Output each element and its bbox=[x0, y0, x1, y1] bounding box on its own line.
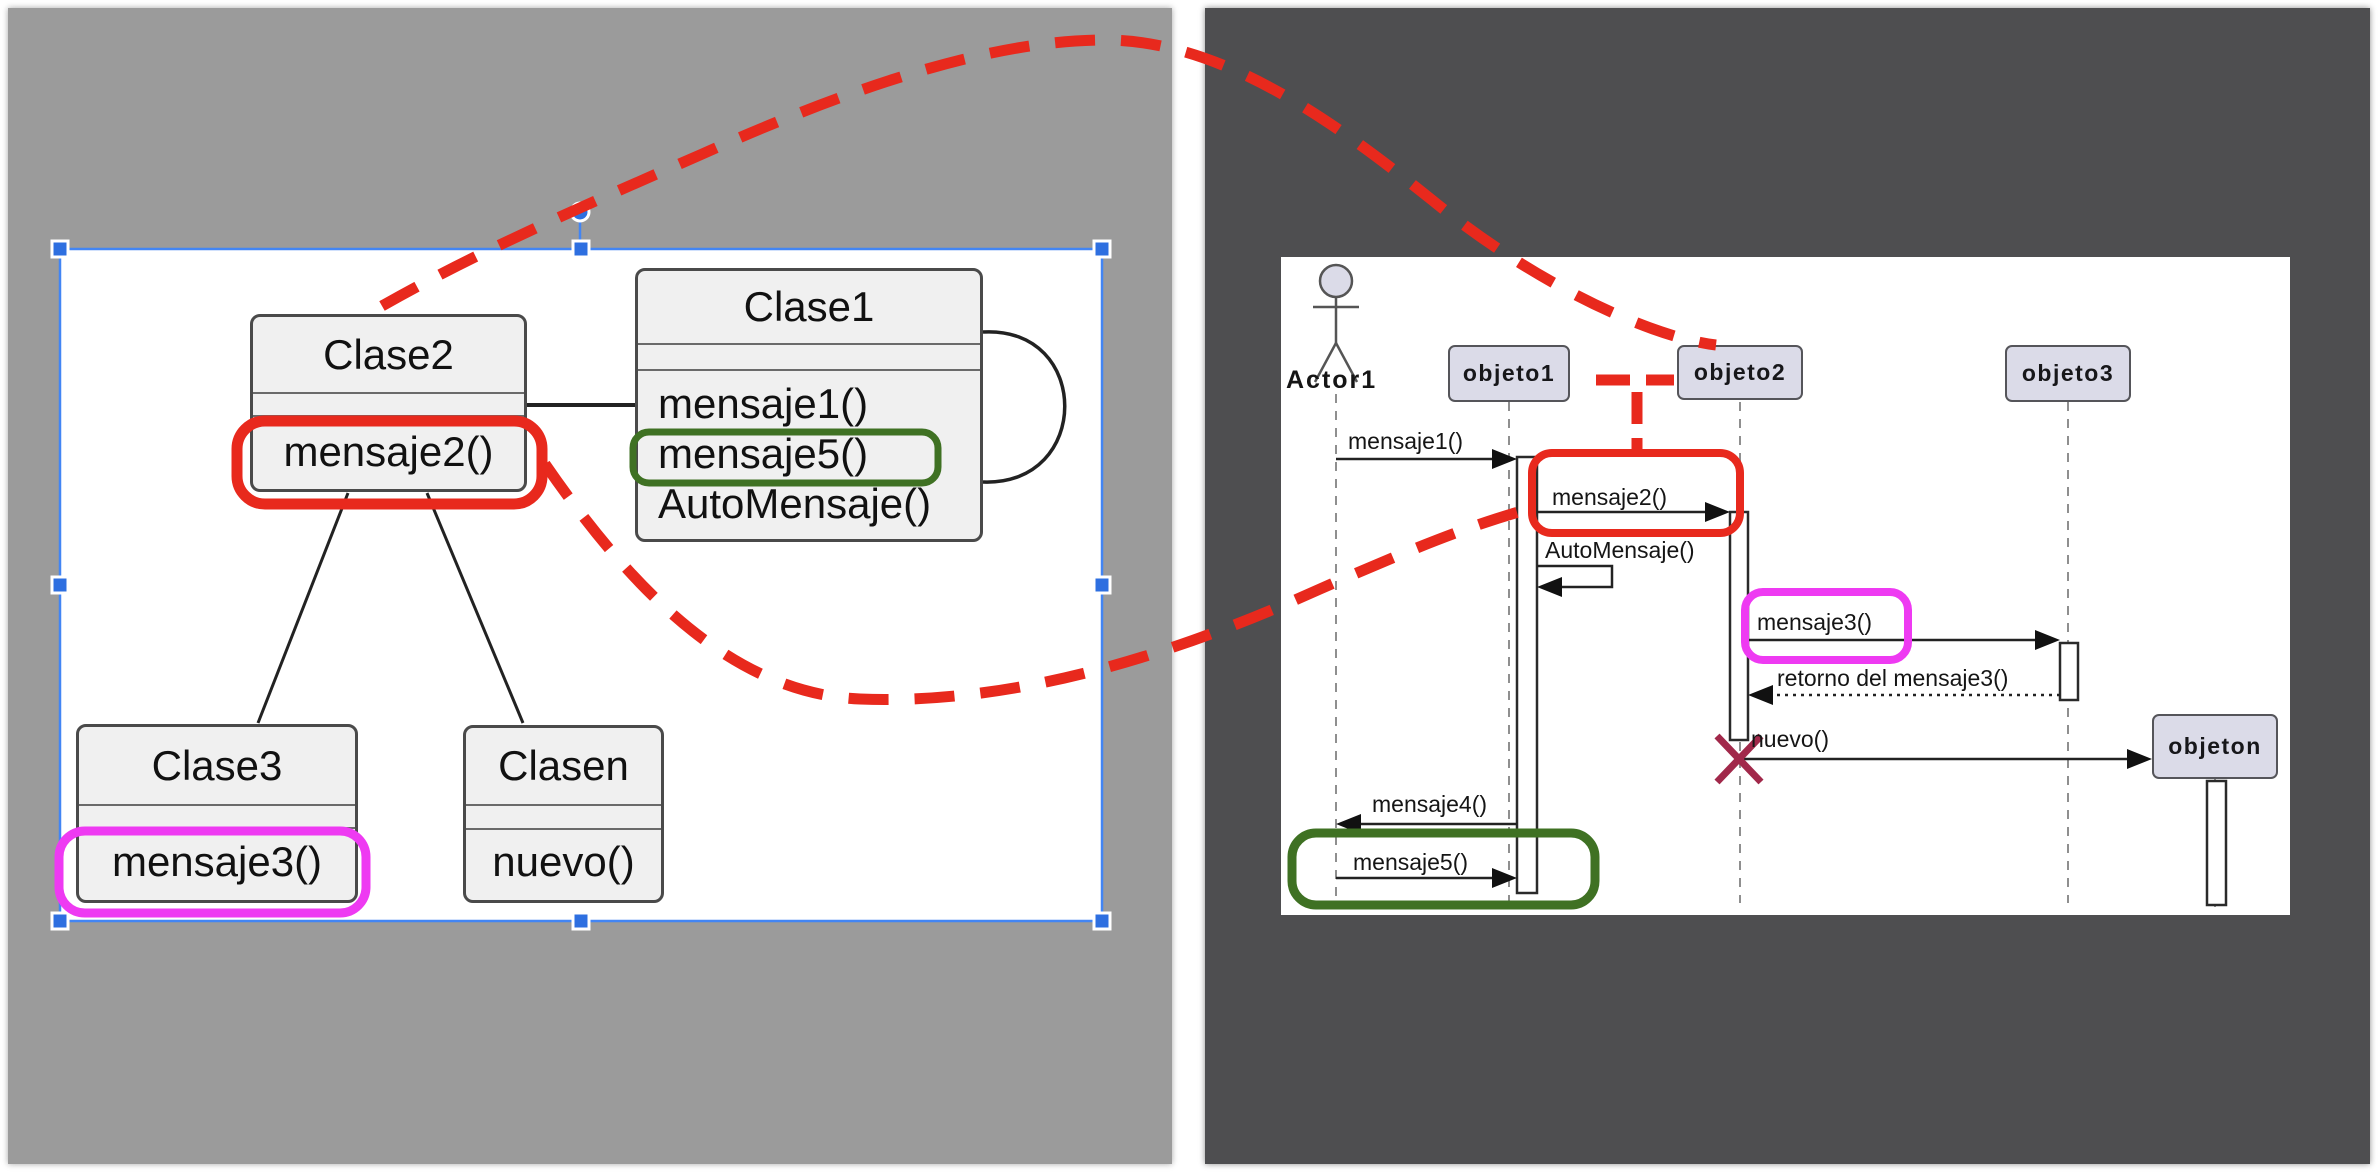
object-box-objeto1: objeto1 bbox=[1448, 345, 1570, 402]
handle-top-left[interactable] bbox=[50, 239, 70, 259]
class-method[interactable]: AutoMensaje() bbox=[658, 480, 932, 527]
arrow-automensaje bbox=[1537, 564, 1614, 589]
class-attributes-empty bbox=[466, 806, 661, 830]
handle-mid-left[interactable] bbox=[50, 575, 70, 595]
class-title: Clase1 bbox=[638, 271, 980, 345]
activation-objeto1 bbox=[1515, 455, 1539, 895]
activation-objeton bbox=[2205, 779, 2228, 907]
class-method[interactable]: mensaje1() bbox=[658, 380, 869, 427]
class-box-clase1[interactable]: Clase1 mensaje1() mensaje5() AutoMensaje… bbox=[635, 268, 983, 542]
message-label-nuevo: nuevo() bbox=[1751, 726, 1829, 752]
class-box-clasen[interactable]: Clasen nuevo() bbox=[463, 725, 664, 903]
handle-mid-right[interactable] bbox=[1092, 575, 1112, 595]
object-box-objeton: objeton bbox=[2152, 714, 2278, 779]
class-box-clase3[interactable]: Clase3 mensaje3() bbox=[76, 724, 358, 903]
activation-objeto3 bbox=[2058, 641, 2080, 702]
class-title: Clasen bbox=[466, 728, 661, 806]
message-label-retorno-mensaje3: retorno del mensaje3() bbox=[1777, 665, 2009, 691]
message-label-mensaje5: mensaje5() bbox=[1353, 849, 1469, 875]
class-method[interactable]: nuevo() bbox=[492, 838, 635, 885]
actor-head bbox=[1318, 263, 1354, 299]
class-method[interactable]: mensaje2() bbox=[283, 428, 494, 475]
message-label-mensaje3: mensaje3() bbox=[1757, 609, 1873, 635]
handle-bottom-left[interactable] bbox=[50, 911, 70, 931]
class-method[interactable]: mensaje5() bbox=[658, 430, 869, 477]
class-method[interactable]: mensaje3() bbox=[111, 838, 323, 885]
object-box-objeto3: objeto3 bbox=[2005, 345, 2131, 402]
rotation-handle[interactable] bbox=[569, 201, 591, 223]
class-method-list: mensaje1() mensaje5() AutoMensaje() bbox=[638, 371, 980, 529]
class-attributes-empty bbox=[253, 394, 524, 417]
handle-top-center[interactable] bbox=[571, 239, 591, 259]
activation-objeto2 bbox=[1728, 510, 1750, 742]
actor-label: Actor1 bbox=[1286, 366, 1378, 394]
link-clase2-clase3 bbox=[256, 492, 350, 724]
link-clase2-clasen bbox=[425, 492, 525, 724]
handle-bottom-center[interactable] bbox=[571, 911, 591, 931]
message-label-mensaje2: mensaje2() bbox=[1552, 484, 1668, 510]
message-label-mensaje1: mensaje1() bbox=[1348, 428, 1464, 454]
class-box-clase2[interactable]: Clase2 mensaje2() bbox=[250, 314, 527, 492]
handle-top-right[interactable] bbox=[1092, 239, 1112, 259]
object-box-objeto2: objeto2 bbox=[1677, 345, 1803, 400]
class-attributes-empty bbox=[638, 345, 980, 371]
message-label-automensaje: AutoMensaje() bbox=[1545, 537, 1695, 563]
class-title: Clase2 bbox=[253, 317, 524, 394]
class-attributes-empty bbox=[79, 806, 355, 829]
message-label-mensaje4: mensaje4() bbox=[1372, 791, 1488, 817]
destroy-x-icon bbox=[1714, 733, 1764, 785]
handle-bottom-right[interactable] bbox=[1092, 911, 1112, 931]
class-title: Clase3 bbox=[79, 727, 355, 806]
